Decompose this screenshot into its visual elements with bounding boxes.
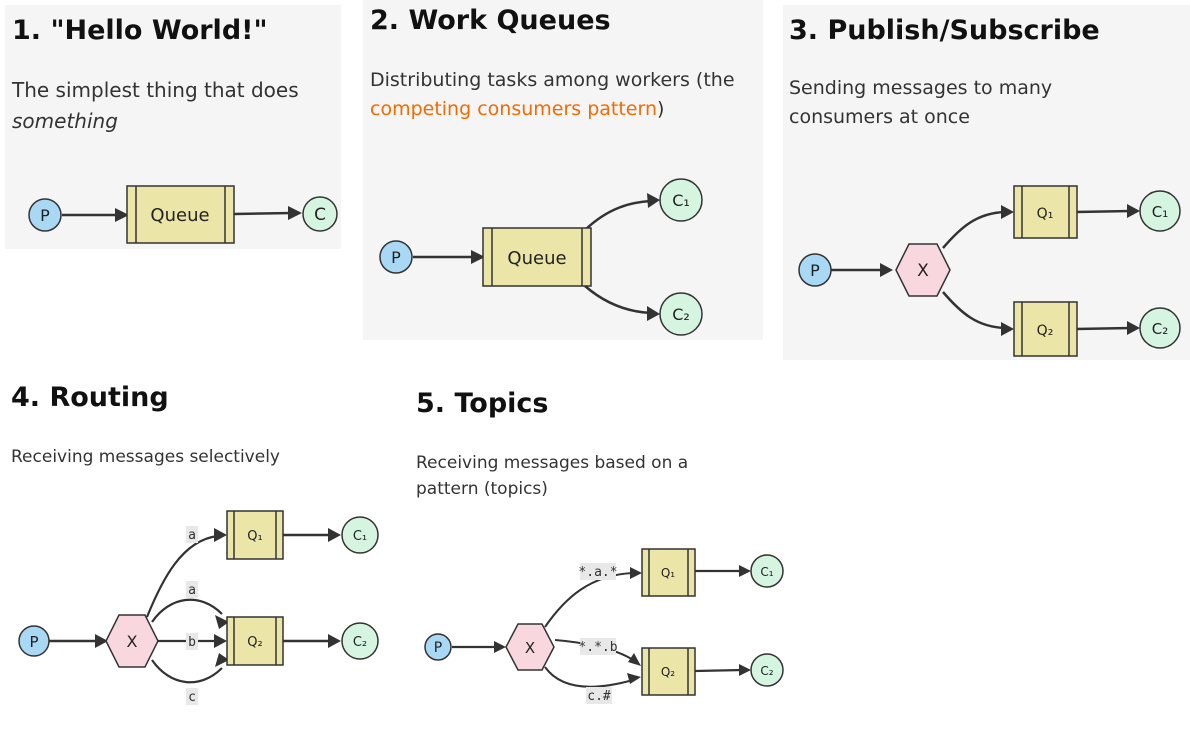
tutorial-card-work-queues[interactable]: 2. Work Queues Distributing tasks among …: [363, 0, 763, 340]
binding-label: *.*.b: [578, 638, 618, 655]
svg-text:X: X: [917, 261, 929, 281]
tutorial-title[interactable]: 2. Work Queues: [370, 5, 611, 36]
svg-text:C: C: [314, 205, 326, 225]
producer-node: P: [18, 625, 50, 657]
tutorial-title[interactable]: 1. "Hello World!": [12, 15, 268, 46]
queue-node: Queue: [482, 227, 592, 287]
consumer-2-node: C₂: [341, 622, 379, 660]
svg-text:a: a: [188, 583, 196, 598]
diagram-routing: a a b c P X Q₁: [18, 510, 379, 705]
binding-label: b: [186, 633, 198, 650]
svg-text:Q₁: Q₁: [661, 566, 675, 580]
svg-text:b: b: [188, 635, 196, 650]
svg-text:C₂: C₂: [760, 664, 773, 678]
diagram-work-queues: P Queue C₁ C₂: [379, 178, 703, 336]
consumer-1-node: C₁: [341, 516, 379, 554]
tutorial-title[interactable]: 5. Topics: [416, 388, 549, 419]
consumer-2-node: C₂: [659, 292, 703, 336]
svg-text:P: P: [40, 206, 50, 225]
svg-text:P: P: [29, 633, 38, 651]
exchange-node: X: [505, 623, 555, 671]
tutorial-card-topics[interactable]: 5. Topics Receiving messages based on a …: [405, 370, 805, 740]
svg-text:Q₂: Q₂: [661, 665, 675, 679]
tutorial-card-publish-subscribe[interactable]: 3. Publish/Subscribe Sending messages to…: [783, 5, 1190, 360]
svg-text:Queue: Queue: [507, 248, 566, 269]
competing-consumers-link[interactable]: competing consumers pattern: [370, 98, 658, 121]
svg-text:C₁: C₁: [760, 565, 773, 579]
queue-1-node: Q₁: [226, 510, 284, 560]
diagram-topics: *.a.* *.*.b c.# P X Q₁ Q₂: [424, 548, 784, 704]
svg-text:*.*.b: *.*.b: [578, 640, 617, 655]
producer-node: P: [379, 240, 413, 274]
tutorial-card-hello-world[interactable]: 1. "Hello World!" The simplest thing tha…: [5, 5, 341, 249]
svg-text:*.a.*: *.a.*: [578, 565, 617, 580]
consumer-1-node: C₁: [659, 178, 703, 222]
consumer-node: C: [302, 196, 338, 232]
queue-2-node: Q₂: [641, 647, 696, 696]
svg-text:X: X: [525, 639, 535, 657]
exchange-node: X: [895, 243, 951, 297]
consumer-2-node: C₂: [750, 653, 784, 687]
binding-label: c: [186, 688, 198, 705]
queue-node: Queue: [126, 185, 235, 244]
binding-label: c.#: [586, 687, 612, 704]
consumer-1-node: C₁: [1139, 190, 1181, 232]
svg-text:P: P: [810, 261, 820, 280]
queue-2-node: Q₂: [1013, 301, 1078, 357]
tutorial-title[interactable]: 3. Publish/Subscribe: [789, 15, 1100, 46]
svg-text:C₂: C₂: [672, 305, 690, 324]
tutorial-card-routing[interactable]: 4. Routing Receiving messages selectivel…: [0, 370, 400, 740]
svg-text:X: X: [127, 632, 138, 651]
svg-text:Q₁: Q₁: [1037, 206, 1054, 222]
diagram-hello-world: P Queue C: [28, 185, 338, 244]
binding-label: a: [186, 526, 198, 543]
svg-text:C₁: C₁: [1152, 203, 1169, 221]
svg-text:a: a: [188, 528, 196, 543]
svg-text:c.#: c.#: [587, 689, 611, 704]
binding-label: a: [186, 581, 198, 598]
svg-text:C₁: C₁: [353, 529, 367, 544]
tutorial-title[interactable]: 4. Routing: [11, 382, 169, 413]
svg-text:Q₂: Q₂: [1037, 323, 1054, 339]
svg-text:C₁: C₁: [672, 191, 690, 210]
producer-node: P: [28, 198, 62, 232]
svg-text:c: c: [188, 690, 196, 705]
producer-node: P: [798, 253, 832, 287]
tutorial-description: Receiving messages selectively: [11, 447, 280, 467]
diagram-publish-subscribe: P X Q₁ Q₂ C₁ C₂: [798, 185, 1181, 357]
exchange-node: X: [105, 614, 159, 668]
tutorial-description: Sending messages to many consumers at on…: [789, 77, 1053, 129]
queue-2-node: Q₂: [226, 616, 284, 666]
svg-text:C₂: C₂: [1152, 320, 1169, 338]
svg-text:C₂: C₂: [353, 635, 367, 650]
tutorial-description: Receiving messages based on a pattern (t…: [416, 453, 689, 500]
queue-1-node: Q₁: [641, 548, 696, 597]
binding-label: *.a.*: [578, 563, 618, 580]
queue-1-node: Q₁: [1013, 185, 1078, 239]
producer-node: P: [424, 633, 452, 661]
svg-text:Q₂: Q₂: [247, 635, 262, 650]
consumer-1-node: C₁: [750, 554, 784, 588]
svg-text:P: P: [391, 248, 401, 267]
svg-text:Q₁: Q₁: [247, 529, 262, 544]
consumer-2-node: C₂: [1139, 307, 1181, 349]
svg-text:P: P: [434, 640, 442, 656]
svg-text:Queue: Queue: [150, 205, 209, 226]
